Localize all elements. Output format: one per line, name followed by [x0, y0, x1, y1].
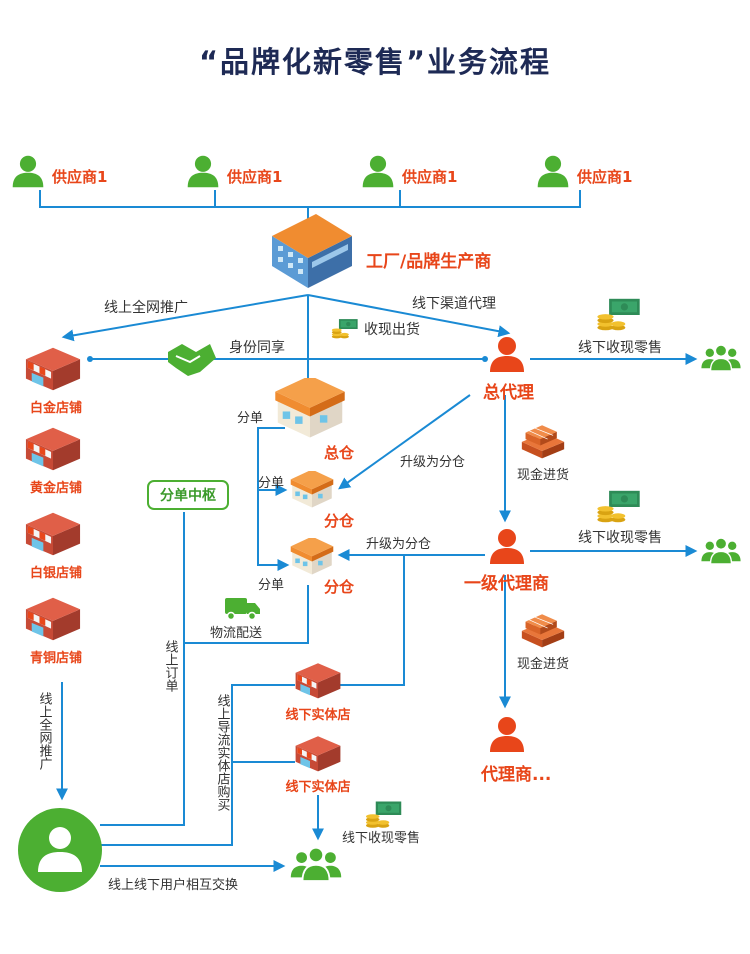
store-icon — [25, 597, 81, 641]
online-push-down-label: 线上全网推广 — [37, 692, 53, 771]
user-exchange-label: 线上线下用户相互交换 — [108, 877, 238, 893]
store-label: 黄金店铺 — [30, 480, 82, 496]
physical-store-label: 线下实体店 — [285, 779, 350, 795]
supplier-icon — [537, 155, 569, 188]
store-label: 青铜店铺 — [30, 650, 82, 666]
supplier-icon — [362, 155, 394, 188]
connector-lines — [39, 190, 698, 872]
main-warehouse-icon — [275, 378, 345, 438]
crates-icon — [521, 424, 565, 459]
first-agent-label: 一级代理商 — [464, 573, 549, 594]
split-order-label: 分单 — [258, 578, 284, 593]
store-column: 白金店铺 黄金店铺 白银店铺 青铜店铺 — [25, 347, 82, 666]
online-order-label: 线上订单 — [163, 640, 179, 692]
general-agent-icon — [490, 337, 524, 372]
branch-warehouse-label: 分仓 — [324, 578, 355, 596]
branch-warehouse-label: 分仓 — [324, 512, 355, 530]
handshake-icon — [168, 344, 216, 376]
supplier-label: 供应商1 — [226, 168, 282, 186]
cash-purchase-label: 现金进货 — [517, 656, 569, 672]
hub-box — [147, 480, 229, 510]
money-icon — [597, 490, 640, 523]
agent-more-label: 代理商... — [480, 764, 551, 785]
factory-label: 工厂/品牌生产商 — [366, 251, 491, 272]
page-title: “品牌化新零售”业务流程 — [199, 45, 551, 79]
retail-label: 线下收现零售 — [578, 340, 662, 356]
physical-store-icon — [295, 736, 341, 772]
agent-icon — [490, 717, 524, 752]
money-icon — [366, 801, 402, 828]
store-icon — [25, 347, 81, 391]
hub-label: 分单中枢 — [160, 487, 216, 504]
supplier-row: 供应商1 供应商1 供应商1 供应商1 — [12, 155, 632, 188]
retail-label: 线下收现零售 — [578, 530, 662, 546]
store-label: 白金店铺 — [30, 400, 82, 416]
supplier-label: 供应商1 — [51, 168, 107, 186]
store-icon — [25, 512, 81, 556]
customers-icon — [700, 344, 742, 372]
physical-store-label: 线下实体店 — [285, 707, 350, 723]
upgrade-label: 升级为分仓 — [400, 455, 465, 470]
identity-share-label: 身份同享 — [229, 339, 285, 356]
first-agent-icon — [490, 529, 524, 564]
general-agent-label: 总代理 — [483, 382, 534, 403]
retail-label: 线下收现零售 — [342, 830, 420, 846]
customers-icon — [700, 537, 742, 565]
customers-icon — [289, 846, 343, 881]
supplier-label: 供应商1 — [576, 168, 632, 186]
cash-delivery-label: 收现出货 — [364, 321, 420, 338]
split-order-label: 分单 — [237, 411, 263, 426]
online-user-icon — [18, 808, 102, 892]
online-push-label: 线上全网推广 — [104, 299, 188, 316]
branch-warehouse-icon — [290, 471, 334, 508]
truck-icon — [225, 598, 260, 621]
money-icon — [331, 319, 358, 339]
online-order-vertical: 线上订单 — [163, 640, 179, 692]
supplier-label: 供应商1 — [401, 168, 457, 186]
offline-channel-label: 线下渠道代理 — [412, 296, 496, 312]
branch-warehouse-icon — [290, 538, 334, 575]
store-label: 白银店铺 — [30, 565, 82, 581]
store-icon — [25, 427, 81, 471]
upgrade-label: 升级为分仓 — [366, 537, 431, 552]
factory-icon — [272, 214, 352, 288]
main-warehouse-label: 总仓 — [324, 444, 355, 462]
logistics-label: 物流配送 — [210, 626, 262, 641]
supplier-icon — [187, 155, 219, 188]
cash-purchase-label: 现金进货 — [517, 467, 569, 483]
crates-icon — [521, 613, 565, 648]
supplier-icon — [12, 155, 44, 188]
offline-guide-label: 线上导流实体店购买 — [215, 694, 231, 812]
physical-store-icon — [295, 663, 341, 699]
money-icon — [597, 298, 640, 331]
split-order-label: 分单 — [258, 476, 284, 491]
